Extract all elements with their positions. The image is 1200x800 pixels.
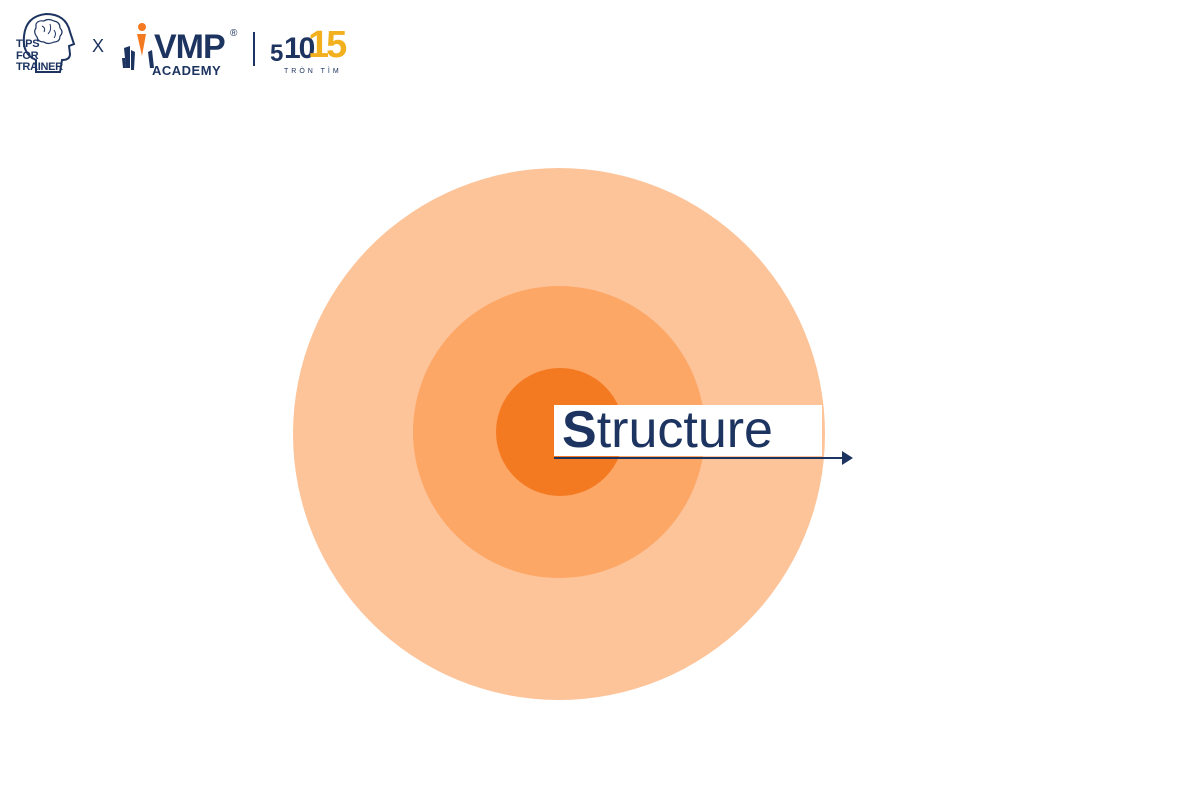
structure-label-initial: S <box>562 401 597 459</box>
tips-for-trainer-logo: TIPS FOR TRAINER <box>14 10 76 74</box>
structure-label-rest: tructure <box>596 401 773 459</box>
arrow-head-icon <box>842 451 853 465</box>
academy-wordmark: ACADEMY <box>152 63 222 78</box>
label-background <box>554 405 822 456</box>
logo-digit-15: 15 <box>308 24 347 66</box>
vmp-person-icon <box>122 23 154 70</box>
header-logos: TIPS FOR TRAINER X VMP ® ACADEMY 5 10 15… <box>14 10 354 78</box>
registered-mark: ® <box>230 28 238 39</box>
logo-separator: X <box>92 36 105 56</box>
arrow-line <box>554 457 844 459</box>
logo-51015: 5 10 15 TRÒN TÌM <box>270 20 350 76</box>
logo-text-tips: TIPS <box>16 38 40 50</box>
logo-text-for: FOR <box>16 50 39 62</box>
brain-head-icon <box>22 12 76 73</box>
structure-label: Structure <box>562 401 773 459</box>
logo-text-trainer: TRAINER <box>16 61 63 73</box>
logo-tagline: TRÒN TÌM <box>284 68 342 75</box>
logo-digit-10: 10 <box>284 32 315 65</box>
vmp-wordmark: VMP <box>154 28 226 66</box>
vmp-academy-logo: VMP ® ACADEMY <box>122 20 242 78</box>
logo-divider <box>253 32 255 66</box>
logo-digit-5: 5 <box>270 40 283 67</box>
